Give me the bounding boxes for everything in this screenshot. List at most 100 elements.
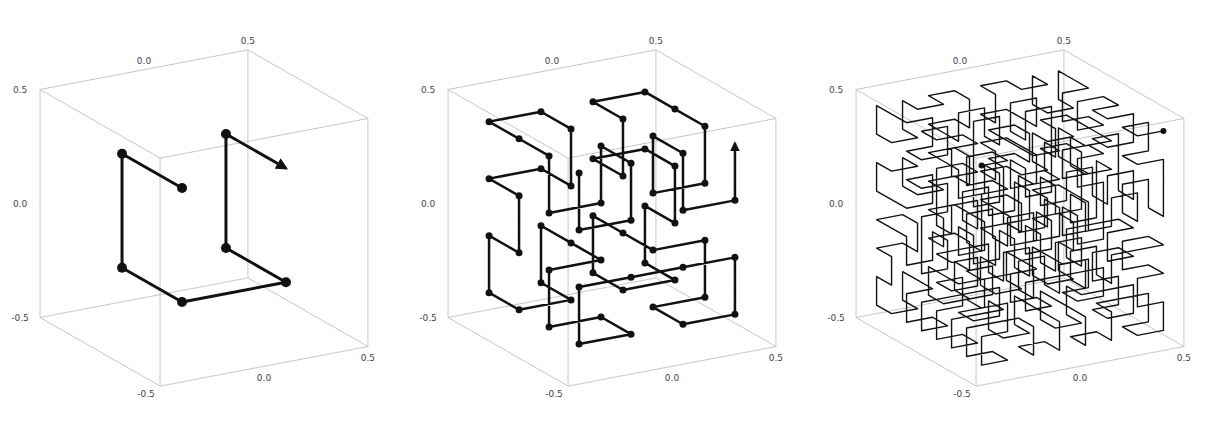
hilbert-curve [489,92,735,344]
vertex-dot [486,118,493,125]
vertex-dot [177,183,187,193]
vertex-dot [538,165,545,172]
axis-tick-label: 0.0 [1073,374,1087,383]
bounding-box-edge [976,346,1184,386]
vertex-dot [589,98,596,105]
vertex-dot [516,249,523,256]
vertex-dot [671,277,678,284]
bounding-box-edge [448,90,568,159]
vertex-dot [546,152,553,159]
vertex-dot [701,180,708,187]
vertex-dot [628,217,635,224]
vertex-dot [576,170,583,177]
vertex-dot [589,212,596,219]
axis-tick-label: 0.5 [421,85,435,94]
vertex-dot [117,149,127,159]
vertex-dot [641,259,648,266]
vertex-dot [641,202,648,209]
axis-tick-label: 0.5 [829,85,843,94]
axis-tick-label: 0.0 [421,199,435,208]
bounding-box-edge [448,50,656,90]
bounding-box-edge [160,346,368,386]
bounding-box-edge [1183,118,1184,346]
bounding-box-edge [367,118,368,346]
plot-panel [40,50,368,386]
vertex-dot [979,163,985,169]
vertex-dot [486,232,493,239]
axis-tick-label: 0.5 [241,36,255,45]
vertex-dot [649,247,656,254]
vertex-dot [649,190,656,197]
vertex-dot [589,269,596,276]
axis-tick-label: 0.5 [1057,36,1071,45]
plot-panel [448,50,776,386]
axis-tick-label: 0.0 [665,374,679,383]
bounding-box-edge [656,278,776,347]
vertex-dot [641,88,648,95]
axis-tick-label: -0.5 [419,313,437,322]
bounding-box-edge [568,118,776,158]
vertex-dot [701,123,708,130]
vertex-dot [568,239,575,246]
bounding-box-edge [775,118,776,346]
axis-tick-label: 0.5 [13,85,27,94]
vertex-dot [221,129,231,139]
bounding-box-edge [248,50,368,119]
axis-tick-label: -0.5 [953,390,971,399]
vertex-dot [628,160,635,167]
vertex-dot [671,106,678,113]
axis-tick-label: 0.0 [137,56,151,65]
vertex-dot [486,175,493,182]
bounding-box-edge [448,278,656,318]
vertex-dot [568,296,575,303]
vertex-dot [281,277,291,287]
hilbert-curve [122,134,286,302]
vertex-dot [1160,128,1166,134]
axis-tick-label: 0.0 [257,374,271,383]
bounding-box-edge [568,346,776,386]
axis-tick-label: 0.0 [829,199,843,208]
bounding-box-edge [568,158,569,386]
vertex-dot [546,323,553,330]
plot-panel [856,50,1184,386]
axis-tick-label: -0.5 [11,313,29,322]
bounding-box-edge [856,318,976,387]
axis-tick-label: -0.5 [545,390,563,399]
bounding-box-edge [448,318,568,387]
bounding-box-edge [656,50,776,119]
vertex-dot [628,274,635,281]
bounding-box-edge [40,318,160,387]
axis-tick-label: -0.5 [827,313,845,322]
vertex-dot [576,284,583,291]
vertex-dot [619,172,626,179]
bounding-box-edge [40,50,248,90]
vertex-dot [679,264,686,271]
vertex-dot [568,182,575,189]
bounding-box-edge [976,158,977,386]
axis-tick-label: 0.5 [361,354,375,363]
vertex-dot [649,304,656,311]
vertex-dot [598,200,605,207]
bounding-box-edge [160,158,161,386]
vertex-dot [589,155,596,162]
vertex-dot [516,192,523,199]
bounding-box-edge [40,90,160,159]
vertex-dot [538,279,545,286]
vertex-dot [117,263,127,273]
vertex-dot [671,163,678,170]
vertex-dot [731,254,738,261]
vertex-dot [516,135,523,142]
vertex-dot [701,294,708,301]
vertex-dot [619,115,626,122]
vertex-dot [619,229,626,236]
bounding-box-edge [160,118,368,158]
vertex-dot [546,266,553,273]
bounding-box-edge [655,50,656,278]
axis-tick-label: 0.0 [953,56,967,65]
vertex-dot [546,209,553,216]
bounding-box-edge [40,90,41,318]
vertex-dot [731,197,738,204]
vertex-dot [516,306,523,313]
